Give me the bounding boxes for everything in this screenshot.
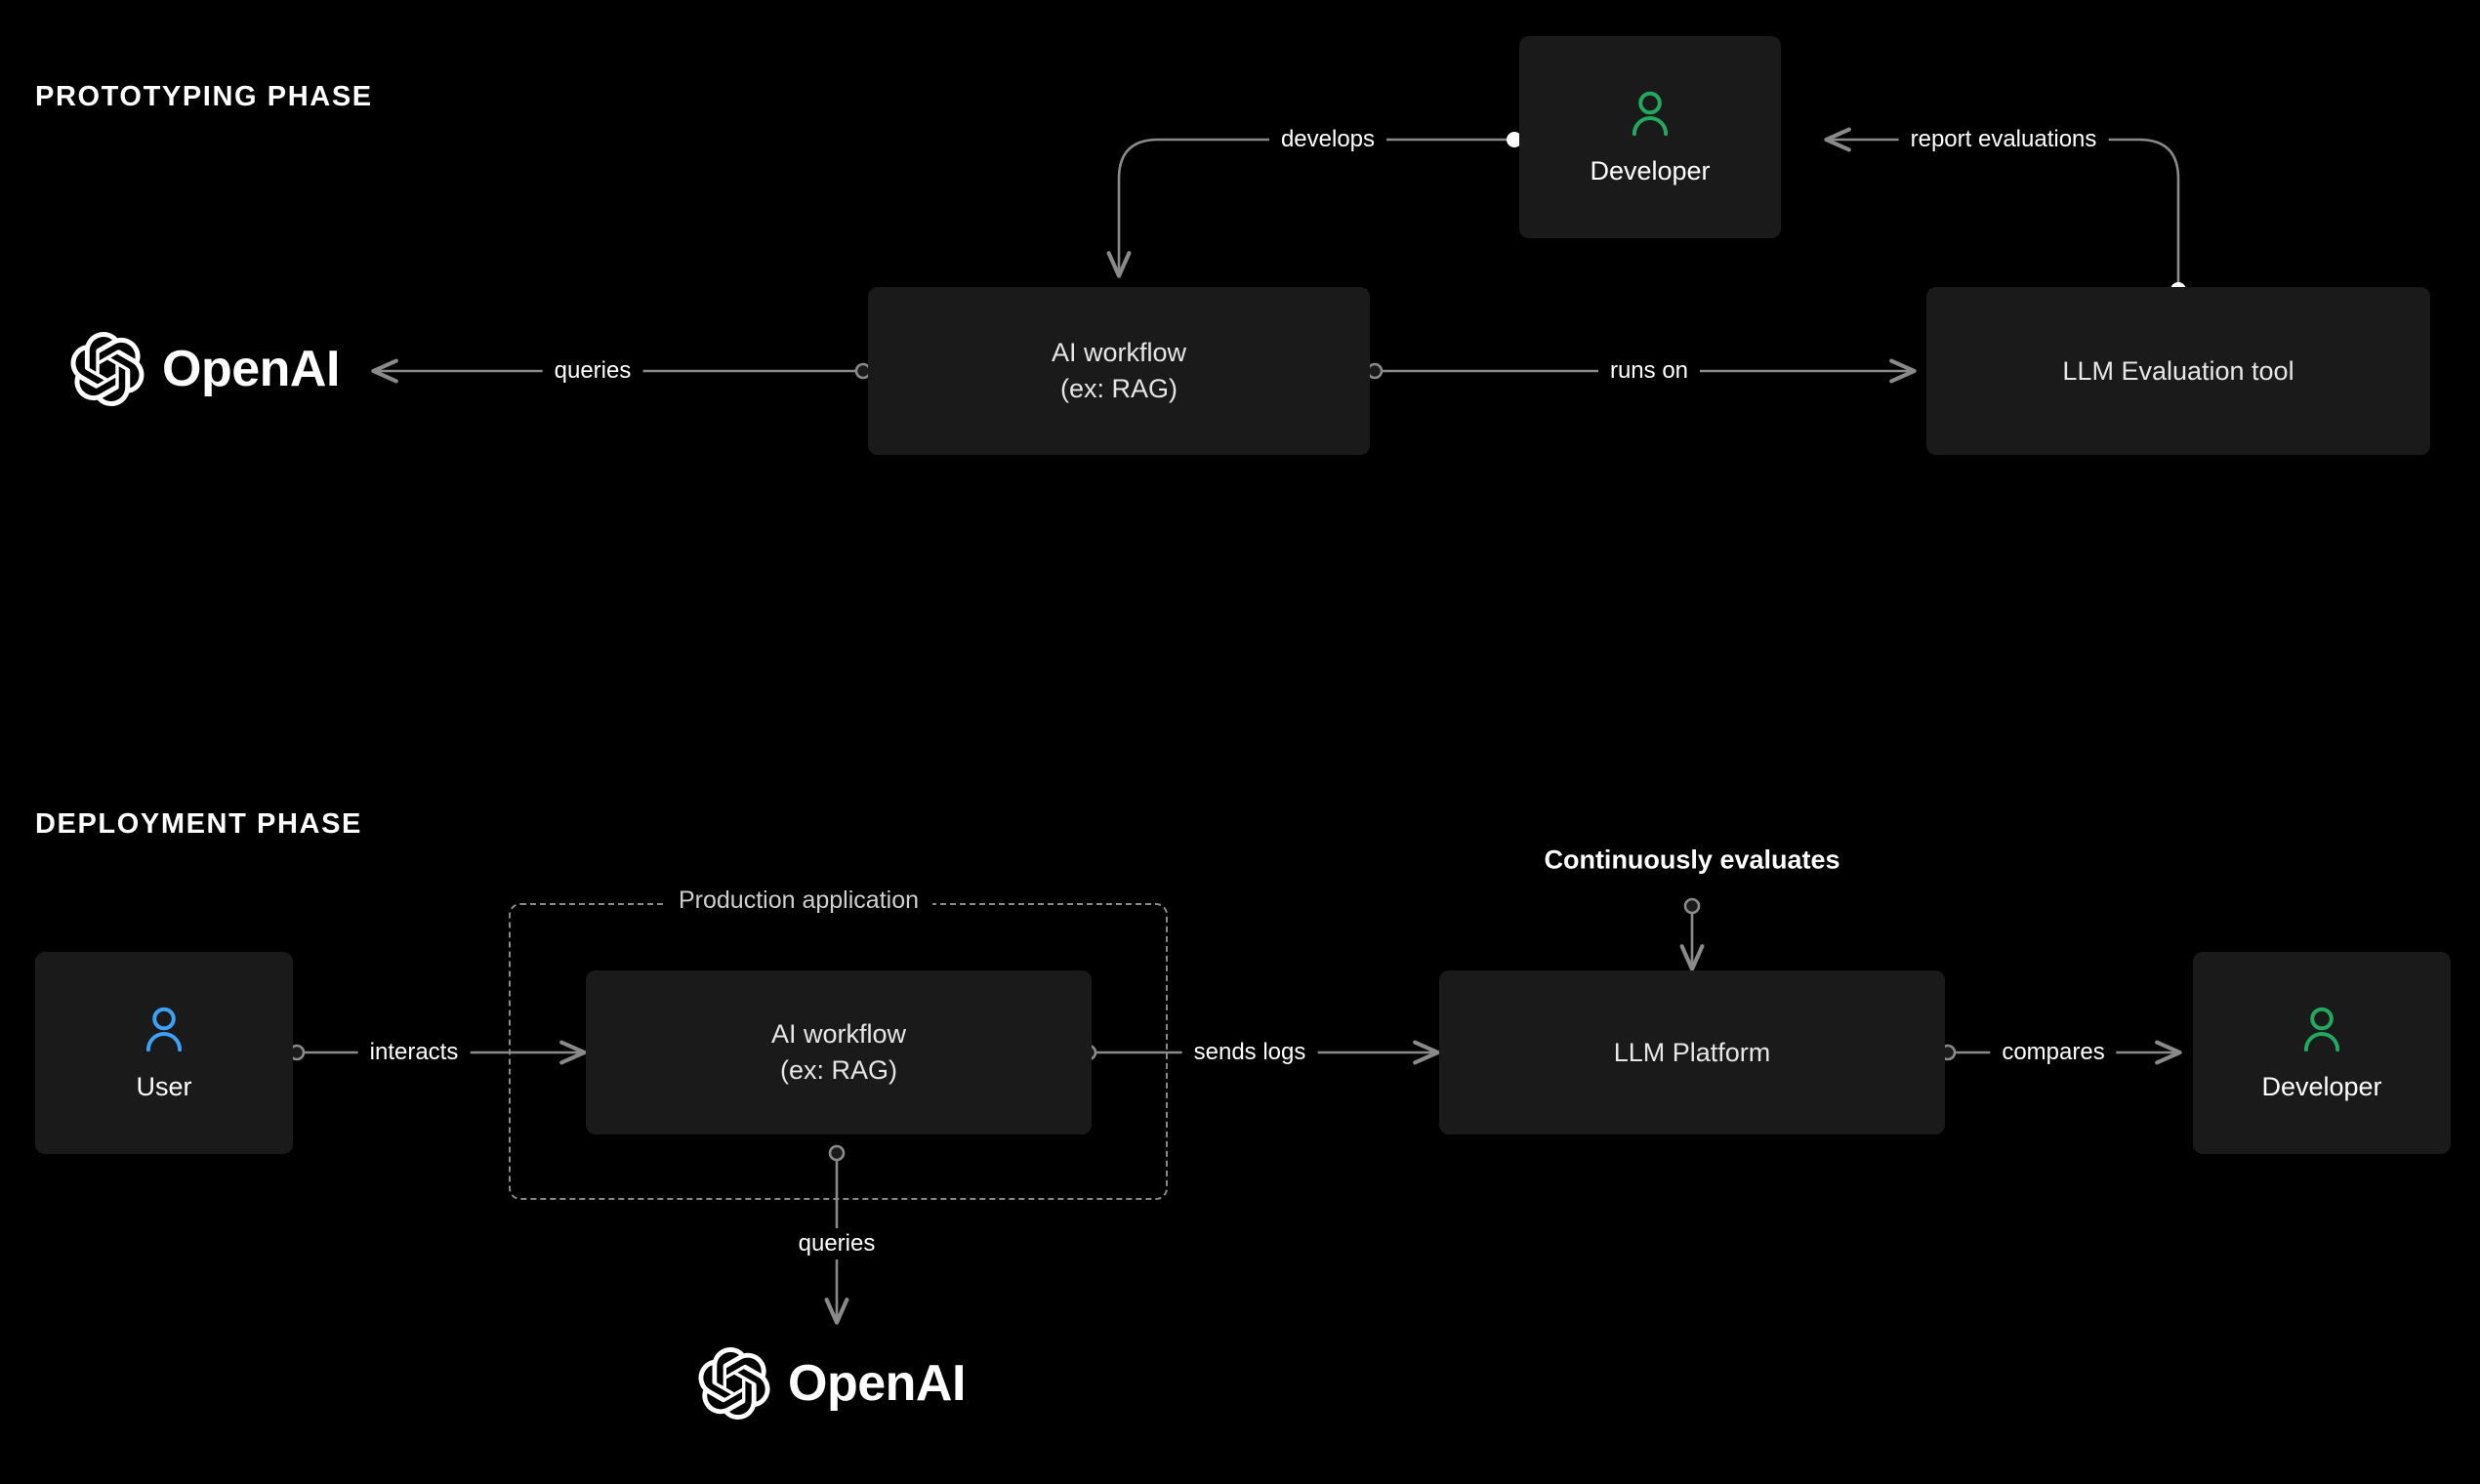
edge-label-report-evaluations: report evaluations [1898,124,2109,155]
node-label: AI workflow (ex: RAG) [1051,338,1187,403]
person-icon [2303,1007,2340,1052]
group-title-production-application: Production application [665,886,932,915]
edge-label-continuously-evaluates: Continuously evaluates [1532,843,1852,878]
node-label: AI workflow (ex: RAG) [770,1019,907,1085]
openai-logo-icon [698,1347,770,1420]
node-llm-platform[interactable]: LLM Platform [1439,970,1945,1134]
phase-title-deployment: DEPLOYMENT PHASE [35,808,362,840]
edge-label-interacts: interacts [357,1037,471,1068]
openai-logo-top: OpenAI [70,332,340,406]
node-developer-prototyping[interactable]: Developer [1519,36,1781,238]
node-ai-workflow-prototyping[interactable]: AI workflow (ex: RAG) [868,287,1370,455]
phase-title-prototyping: PROTOTYPING PHASE [35,81,373,112]
edge-label-sends-logs: sends logs [1181,1037,1318,1068]
openai-logo-wordmark: OpenAI [788,1355,966,1412]
edge-label-runs-on: runs on [1597,355,1701,387]
person-icon [145,1007,183,1052]
node-developer-deployment[interactable]: Developer [2193,952,2451,1154]
person-icon [1632,91,1669,137]
node-label: User [136,1072,192,1101]
edge-continuously-evaluates [1679,897,1705,971]
openai-logo-icon [70,332,145,406]
node-llm-evaluation-tool[interactable]: LLM Evaluation tool [1926,287,2430,455]
node-label: LLM Platform [1613,1037,1771,1067]
node-label: Developer [2261,1072,2382,1101]
edge-label-queries-bottom: queries [786,1228,888,1259]
node-label: Developer [1590,156,1711,186]
edge-report-evaluations [1824,127,2186,298]
openai-logo-bottom: OpenAI [698,1347,966,1420]
edge-label-develops: develops [1268,124,1387,155]
node-label: LLM Evaluation tool [2062,355,2294,386]
edge-label-compares: compares [1990,1037,2117,1068]
node-user[interactable]: User [35,952,293,1154]
openai-logo-wordmark: OpenAI [162,341,340,397]
edge-label-queries-top: queries [542,355,643,387]
node-ai-workflow-deployment[interactable]: AI workflow (ex: RAG) [586,970,1092,1134]
